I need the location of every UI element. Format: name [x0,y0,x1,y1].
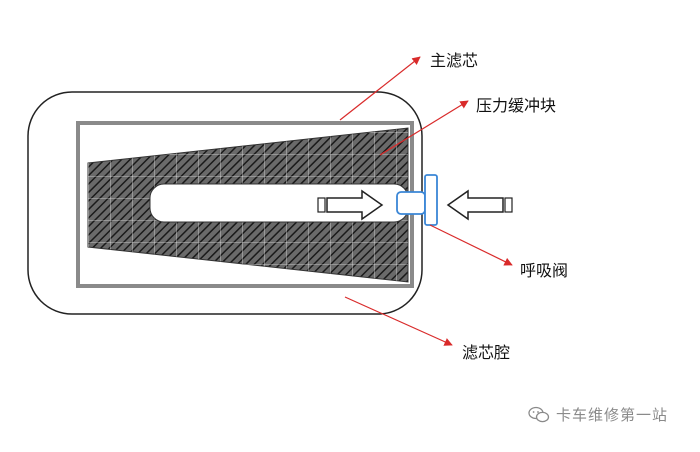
flow-arrow-right [446,189,513,221]
label-breather-valve: 呼吸阀 [520,261,569,280]
label-pressure-buffer: 压力缓冲块 [476,96,557,115]
label-main-filter: 主滤芯 [430,51,479,70]
label-filter-cavity: 滤芯腔 [462,343,511,362]
leader-arrow-breather-valve [429,224,513,266]
leader-arrow-filter-cavity [344,296,453,346]
watermark: 卡车维修第一站 [528,404,668,425]
flow-arrow-left [317,189,384,221]
wechat-icon [528,406,550,422]
leader-arrow-main-filter [339,56,421,121]
breather-valve [396,174,438,226]
leader-arrow-pressure-buffer [379,100,469,156]
watermark-text: 卡车维修第一站 [556,406,669,424]
